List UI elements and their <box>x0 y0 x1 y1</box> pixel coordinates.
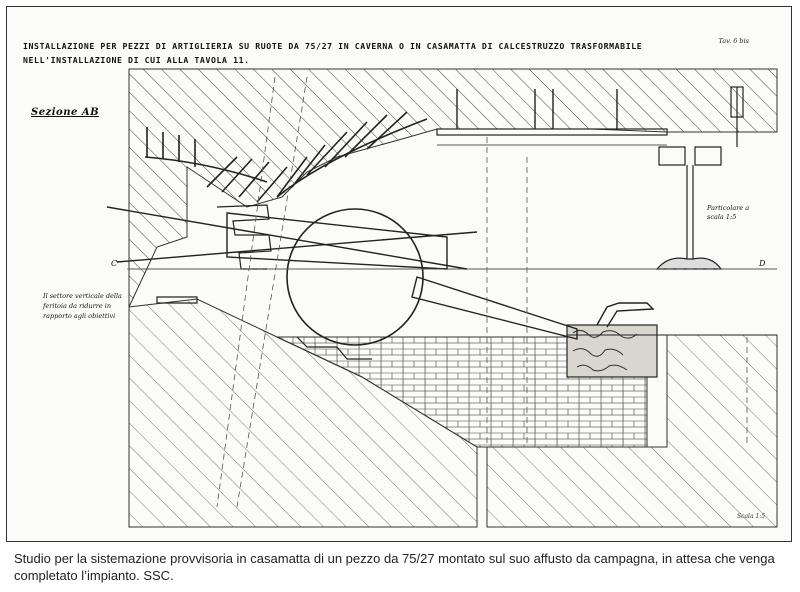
rubble-fill <box>566 324 658 378</box>
figure-caption: Studio per la sistemazione provvisoria i… <box>14 551 775 583</box>
detail-label-text: Particolare a <box>707 204 750 212</box>
scale-signature: Scala 1:5 <box>737 513 766 520</box>
vault-ribs <box>144 111 428 203</box>
sheet-reference: Tav. 6 bis <box>718 37 749 45</box>
detail-scale-text: scala 1:5 <box>707 213 737 221</box>
gun-wheel <box>286 208 424 346</box>
point-c-label: C <box>111 259 118 268</box>
embrasure <box>156 204 272 304</box>
guide-lines <box>127 76 767 508</box>
drawing-title: INSTALLAZIONE PER PEZZI DI ARTIGLIERIA S… <box>23 41 643 65</box>
ceiling-anchors <box>456 89 618 129</box>
section-drawing <box>106 68 778 528</box>
point-d-label: D <box>759 259 766 268</box>
drawing-sheet: INSTALLAZIONE PER PEZZI DI ARTIGLIERIA S… <box>6 6 792 542</box>
detail-label: Particolare a scala 1:5 <box>707 204 749 222</box>
sector-note: Il settore verticale della feritoia da r… <box>43 292 122 320</box>
section-label: Sezione AB <box>31 107 100 118</box>
support-column <box>655 86 744 270</box>
